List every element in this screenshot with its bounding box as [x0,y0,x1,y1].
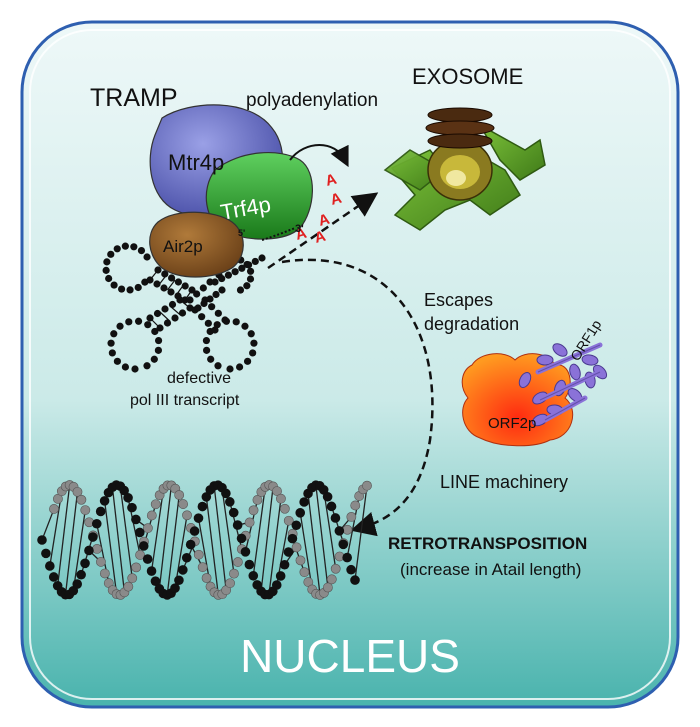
polyadenylation-arrow [289,144,349,168]
atail-label: (increase in Atail length) [400,560,581,579]
dna-helix [37,480,372,600]
orf2p-label: ORF2p [488,415,536,432]
to-exosome-arrow [267,192,379,270]
a-letter: A [329,190,344,209]
degradation-label: degradation [424,314,519,334]
a-letter: A [324,171,339,190]
a-letter: A [294,225,309,244]
escape-arrow [281,258,434,537]
exosome-label: EXOSOME [412,64,523,89]
air2p-label: Air2p [163,237,203,256]
line-machinery-label: LINE machinery [440,472,568,492]
defective-transcript [102,242,266,373]
nucleus-membrane [20,20,680,709]
polya-tail: A A A A A [294,171,344,247]
prime5-label: 5' [238,228,245,238]
a-letter: A [317,211,332,230]
polyadenylation-label: polyadenylation [246,90,378,111]
exosome-complex [383,107,546,231]
rna-3prime-tail [261,227,296,241]
defective-label: defective [167,370,231,387]
retrotransposition-label: RETROTRANSPOSITION [388,534,587,553]
air2p-protein [149,211,244,278]
nucleus-label: NUCLEUS [240,630,460,682]
prime3-label: 3' [295,223,304,235]
tramp-label: TRAMP [90,84,178,112]
orf1p-protein [518,342,608,427]
mtr4p-label: Mtr4p [168,150,224,175]
pol3-transcript-label: pol III transcript [130,392,240,409]
escapes-label: Escapes [424,290,493,310]
a-letter: A [313,228,328,247]
